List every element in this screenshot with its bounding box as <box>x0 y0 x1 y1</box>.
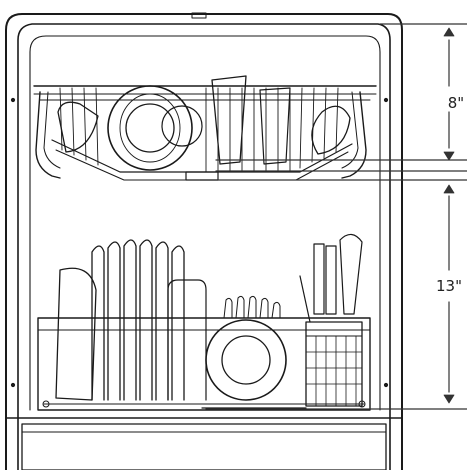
lower-rack-height-label: 13" <box>436 277 462 295</box>
upper-rack-plate <box>107 85 193 171</box>
lower-rack-plates <box>91 239 185 401</box>
lower-rack-small-tines <box>223 295 281 319</box>
upper-spray-arm <box>185 171 219 181</box>
upper-rack-glass-1 <box>211 75 247 165</box>
upper-rack-cup-right <box>311 105 351 155</box>
dimension-guides <box>199 23 467 410</box>
lower-rack-dimension-arrow <box>443 184 455 404</box>
dishwasher-frame <box>5 12 403 471</box>
upper-rack-height-label: 8" <box>448 94 464 112</box>
lower-rack-bowl <box>55 267 97 401</box>
upper-rack <box>33 75 377 181</box>
cutlery-basket <box>299 233 363 407</box>
lower-rack <box>37 233 371 411</box>
upper-rack-cup-left <box>57 101 99 153</box>
lower-rack-large-plate <box>205 319 287 401</box>
upper-rack-glass-2 <box>259 87 291 165</box>
upper-rack-dimension-arrow <box>443 27 455 161</box>
